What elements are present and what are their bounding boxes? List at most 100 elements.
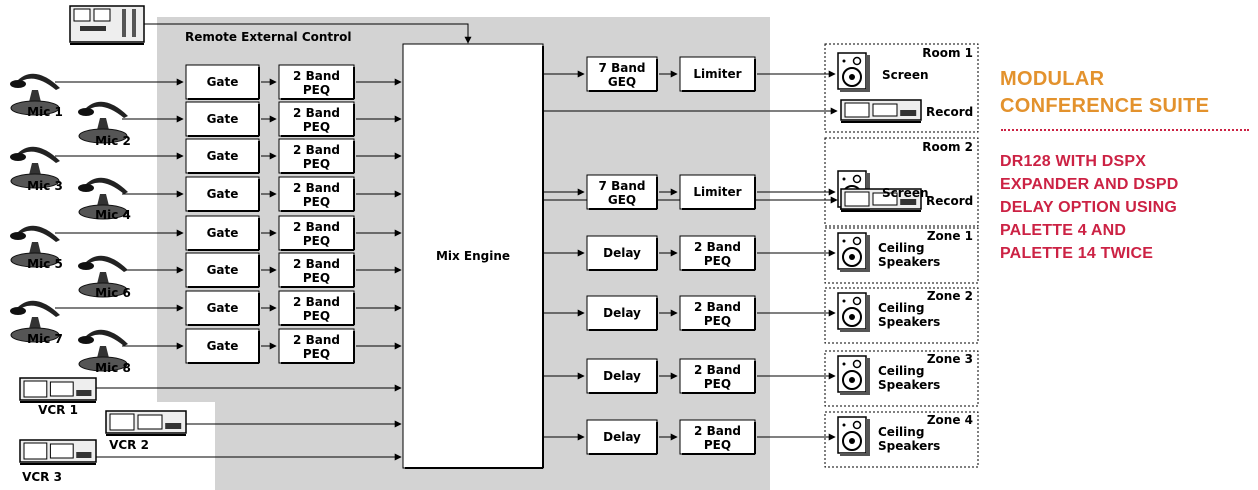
gate-block-6-label: Gate: [207, 263, 239, 277]
room-1-geq-block: [586, 56, 658, 92]
input-peq-block-8-label-2: PEQ: [303, 347, 330, 361]
remote-control-icon: [69, 5, 145, 45]
zone-1-peq-block: [679, 235, 756, 271]
suite-desc-line-4: PALETTE 4 AND: [1000, 222, 1127, 239]
zone-2-ceiling-speaker-icon: [837, 292, 870, 332]
room-2-record-icon: [840, 188, 922, 212]
input-peq-block-1: [278, 64, 355, 100]
signal-lines: [55, 23, 838, 461]
vcr-1-icon: [19, 377, 97, 403]
mic-1-icon: [10, 73, 60, 116]
input-peq-block-7: [278, 290, 355, 326]
zone-3-delay-block-label: Delay: [603, 369, 641, 383]
input-peq-block-5-label-2: PEQ: [303, 234, 330, 248]
gate-block-8: [185, 328, 260, 364]
device-icons: [10, 5, 922, 465]
gate-block-5-label: Gate: [207, 226, 239, 240]
gate-block-2-label: Gate: [207, 112, 239, 126]
room-2-geq-block-label-2: GEQ: [608, 193, 636, 207]
room-1-geq-block-label-1: 7 Band: [599, 61, 646, 75]
zone-1-label: Zone 1: [927, 229, 973, 243]
input-peq-block-2-label-2: PEQ: [303, 120, 330, 134]
input-peq-block-7-label-1: 2 Band: [293, 295, 340, 309]
input-peq-block-4: [278, 176, 355, 212]
zone-3-delay-block: [586, 358, 658, 394]
zone-3-peq-block-label-1: 2 Band: [694, 363, 741, 377]
gate-block-2: [185, 101, 260, 137]
zone-3-peq-block-label-2: PEQ: [704, 377, 731, 391]
zone-1-delay-block: [586, 235, 658, 271]
room-1-label: Room 1: [922, 46, 973, 60]
input-peq-block-3-label-2: PEQ: [303, 157, 330, 171]
zone-1-delay-block-label: Delay: [603, 246, 641, 260]
title-divider: [1001, 129, 1249, 131]
zone-1-box: [824, 227, 979, 284]
input-peq-block-2: [278, 101, 355, 137]
gate-block-4-label: Gate: [207, 187, 239, 201]
mic-3-label: Mic 3: [27, 179, 63, 193]
mic-4-icon: [78, 177, 128, 220]
input-peq-block-6-label-2: PEQ: [303, 271, 330, 285]
room-1-limiter-block-label: Limiter: [693, 67, 741, 81]
input-peq-block-1-label-1: 2 Band: [293, 69, 340, 83]
suite-title-line-2: CONFERENCE SUITE: [1000, 95, 1210, 117]
remote-control-line: [144, 23, 472, 44]
room-2-geq-block-label-1: 7 Band: [599, 179, 646, 193]
zone-2-speaker-label-1: Ceiling: [878, 301, 924, 315]
zone-4-delay-block-label: Delay: [603, 430, 641, 444]
zone-4-label: Zone 4: [927, 413, 973, 427]
mic-6-icon: [78, 255, 128, 298]
zone-1-ceiling-speaker-icon: [837, 232, 870, 272]
input-peq-block-7-label-2: PEQ: [303, 309, 330, 323]
room-1-box: [824, 43, 979, 133]
input-peq-block-3: [278, 138, 355, 174]
zone-3-peq-block: [679, 358, 756, 394]
gate-block-1-label: Gate: [207, 75, 239, 89]
gate-block-5: [185, 215, 260, 251]
zone-3-speaker-label-1: Ceiling: [878, 364, 924, 378]
zone-2-peq-block: [679, 295, 756, 331]
gate-block-3-label: Gate: [207, 149, 239, 163]
room-1-screen-speaker-icon: [837, 52, 870, 92]
zone-1-peq-block-label-2: PEQ: [704, 254, 731, 268]
mic-1-label: Mic 1: [27, 105, 63, 119]
zone-4-peq-block: [679, 419, 756, 455]
gate-block-1: [185, 64, 260, 100]
input-peq-block-3-label-1: 2 Band: [293, 143, 340, 157]
room-1-record-icon: [840, 99, 922, 123]
gate-block-7: [185, 290, 260, 326]
zone-4-peq-block-label-2: PEQ: [704, 438, 731, 452]
room-1-record-label: Record: [926, 105, 973, 119]
input-peq-block-5-label-1: 2 Band: [293, 220, 340, 234]
zone-2-delay-block: [586, 295, 658, 331]
mic-2-icon: [78, 101, 128, 144]
zone-3-label: Zone 3: [927, 352, 973, 366]
room-2-box: [824, 137, 979, 227]
room-2-limiter-block-label: Limiter: [693, 185, 741, 199]
processing-blocks: [185, 43, 979, 469]
mic-2-label: Mic 2: [95, 134, 131, 148]
zone-1-speaker-label-1: Ceiling: [878, 241, 924, 255]
suite-desc-line-2: EXPANDER AND DSPD: [1000, 176, 1179, 193]
mic-5-label: Mic 5: [27, 257, 63, 271]
mic-7-icon: [10, 300, 60, 343]
input-peq-block-4-label-1: 2 Band: [293, 181, 340, 195]
zone-2-speaker-label-2: Speakers: [878, 315, 940, 329]
mix-engine-block: [402, 43, 544, 469]
suite-desc-line-1: DR128 WITH DSPX: [1000, 153, 1147, 170]
gate-block-7-label: Gate: [207, 301, 239, 315]
suite-description: DR128 WITH DSPX EXPANDER AND DSPD DELAY …: [1000, 150, 1250, 265]
input-peq-block-4-label-2: PEQ: [303, 195, 330, 209]
input-peq-block-6-label-1: 2 Band: [293, 257, 340, 271]
room-1-geq-block-label-2: GEQ: [608, 75, 636, 89]
vcr-3-icon: [19, 439, 97, 465]
room-2-screen-label: Screen: [882, 186, 929, 200]
mic-7-label: Mic 7: [27, 332, 63, 346]
remote-control-label: Remote External Control: [185, 30, 351, 44]
input-peq-block-1-label-2: PEQ: [303, 83, 330, 97]
mix-engine-block-label: Mix Engine: [436, 249, 510, 263]
gate-block-6: [185, 252, 260, 288]
input-peq-block-8: [278, 328, 355, 364]
